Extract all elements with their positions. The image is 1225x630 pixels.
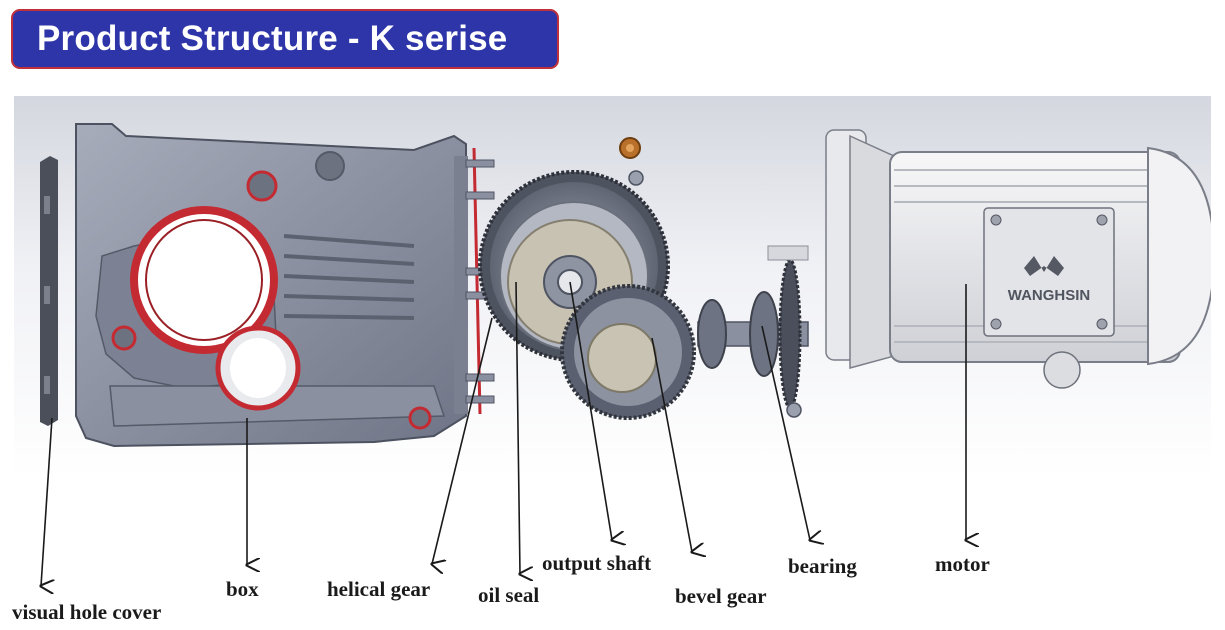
bevel-gear-part — [560, 284, 696, 420]
label-motor: motor — [935, 552, 990, 576]
box-housing-part — [75, 123, 495, 448]
label-bevel-gear: bevel gear — [675, 584, 767, 608]
label-oil-seal: oil seal — [478, 583, 540, 607]
visual-hole-cover-part — [40, 156, 58, 426]
page-title: Product Structure - K serise — [37, 19, 508, 58]
motor-part: WANGHSIN — [825, 129, 1211, 389]
label-visual-hole-cover: visual hole cover — [12, 600, 162, 624]
exploded-view-illustration: WANGHSIN — [14, 96, 1211, 478]
label-output-shaft: output shaft — [542, 551, 652, 575]
title-banner: Product Structure - K serise — [11, 9, 559, 69]
label-box: box — [226, 577, 259, 601]
brand-mark-text: WANGHSIN — [1008, 287, 1091, 304]
label-bearing: bearing — [788, 554, 857, 578]
bronze-plug-part — [619, 137, 641, 159]
label-helical-gear: helical gear — [327, 577, 431, 601]
